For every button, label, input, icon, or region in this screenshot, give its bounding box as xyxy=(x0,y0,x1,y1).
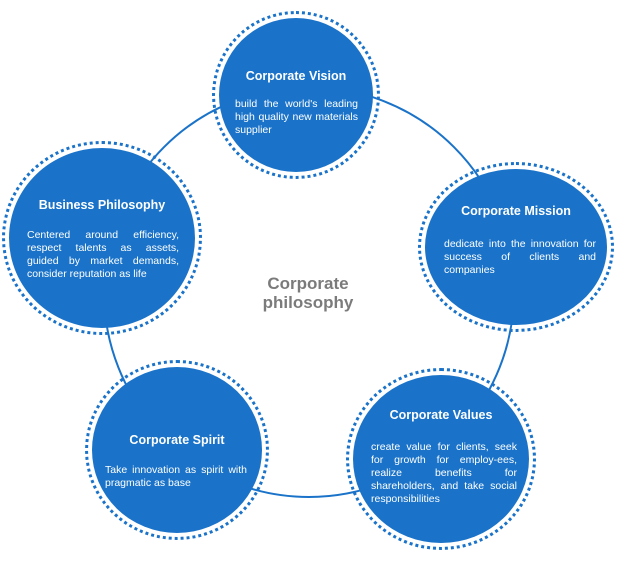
node-text: Centered around efficiency, respect tale… xyxy=(27,229,179,280)
node-title: Business Philosophy xyxy=(38,198,166,212)
node-text: Take innovation as spirit with pragmatic… xyxy=(105,464,247,489)
dotted-ring xyxy=(212,11,380,179)
dotted-ring xyxy=(418,162,614,332)
dotted-ring xyxy=(346,368,536,550)
circle-disc xyxy=(219,18,373,172)
node-text: build the world's leading high quality n… xyxy=(235,98,358,136)
node-text: create value for clients, seek for growt… xyxy=(371,441,517,505)
node-title: Corporate Mission xyxy=(461,204,571,218)
circle-disc xyxy=(92,367,262,533)
node-title: Corporate Vision xyxy=(245,69,347,83)
node-corporate-spirit: Corporate Spirit Take innovation as spir… xyxy=(85,360,269,540)
node-text: dedicate into the innovation for success… xyxy=(444,238,596,276)
node-business-philosophy: Business Philosophy Centered around effi… xyxy=(2,141,202,335)
dotted-ring xyxy=(2,141,202,335)
center-title-line1: Corporate xyxy=(267,274,349,293)
circle-disc xyxy=(9,148,195,328)
node-corporate-vision: Corporate Vision build the world's leadi… xyxy=(212,11,380,179)
node-corporate-values: Corporate Values create value for client… xyxy=(346,368,536,550)
node-corporate-mission: Corporate Mission dedicate into the inno… xyxy=(418,162,614,332)
circle-disc xyxy=(353,375,529,543)
dotted-ring xyxy=(85,360,269,540)
node-title: Corporate Spirit xyxy=(129,433,225,447)
center-title-line2: philosophy xyxy=(262,293,354,312)
circle-disc xyxy=(425,169,607,325)
node-title: Corporate Values xyxy=(389,408,493,422)
center-title: Corporate philosophy xyxy=(228,274,388,312)
